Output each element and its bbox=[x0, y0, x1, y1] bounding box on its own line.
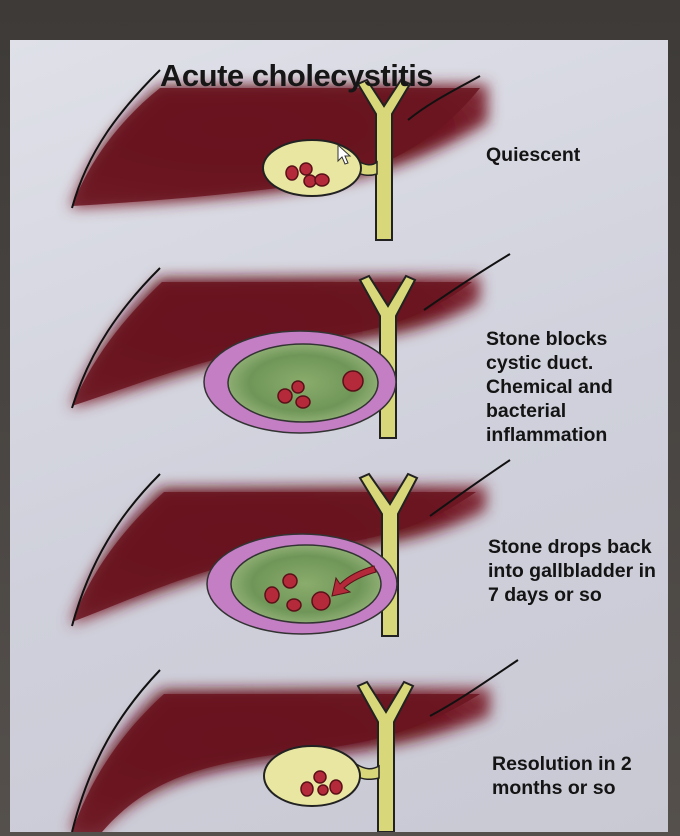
stage-4-resolution bbox=[70, 659, 519, 832]
stage-3-stone-drops-back bbox=[70, 459, 511, 637]
liver-outline bbox=[71, 669, 161, 832]
stage-2-caption: Stone blocks cystic duct. Chemical and b… bbox=[486, 328, 613, 446]
slide-title: Acute cholecystitis bbox=[160, 58, 434, 93]
bile-duct bbox=[358, 472, 419, 637]
mouse-cursor-icon bbox=[337, 143, 352, 165]
liver bbox=[72, 492, 476, 622]
gallbladder bbox=[263, 745, 361, 807]
slide: Acute cholecystitis Quiescent Stone bloc… bbox=[10, 40, 668, 832]
liver-outline bbox=[423, 253, 511, 311]
stage-2-obstruction bbox=[70, 253, 511, 439]
arrow-icon bbox=[331, 565, 377, 597]
gallstones bbox=[300, 770, 343, 797]
stage-1-caption: Quiescent bbox=[486, 144, 581, 166]
bile-duct bbox=[356, 78, 412, 241]
liver-outline bbox=[429, 459, 511, 517]
gallstones bbox=[285, 162, 330, 188]
liver-outline bbox=[407, 75, 481, 121]
liver-outline bbox=[429, 659, 519, 717]
liver-outline bbox=[71, 69, 161, 209]
diagram-artwork bbox=[70, 69, 519, 832]
bile-duct bbox=[356, 680, 415, 832]
stage-1-quiescent bbox=[70, 69, 488, 241]
stage-4-caption: Resolution in 2 months or so bbox=[492, 753, 632, 799]
gallstones bbox=[264, 573, 331, 612]
stage-3-caption: Stone drops back into gallbladder in 7 d… bbox=[488, 536, 656, 606]
liver-outline bbox=[71, 473, 161, 627]
liver-outline bbox=[71, 267, 161, 409]
gallbladder-lumen bbox=[230, 544, 382, 624]
gallstones bbox=[277, 370, 364, 409]
